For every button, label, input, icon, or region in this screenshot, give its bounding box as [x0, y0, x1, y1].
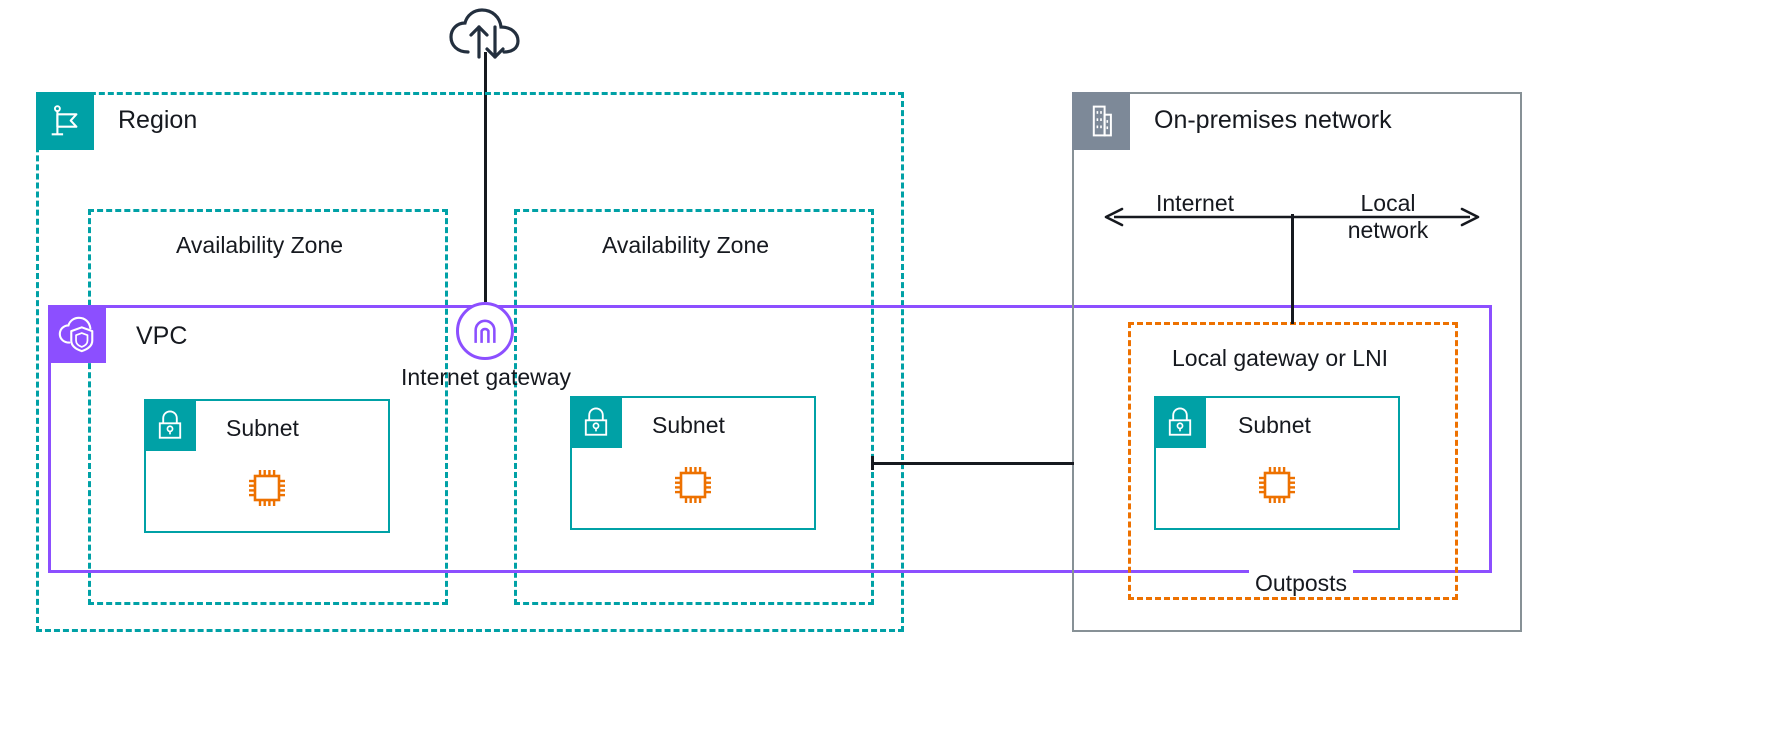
outposts-label: Outposts — [1249, 570, 1354, 598]
vpc-cloud-shield-icon — [48, 305, 106, 363]
local-network-arrow-label: Local network — [1340, 190, 1436, 244]
on-premises-network-label: On-premises network — [1154, 106, 1392, 134]
subnet-lock-icon-3 — [1154, 396, 1206, 448]
region-flag-icon — [36, 92, 94, 150]
subnet-label-1: Subnet — [226, 415, 299, 441]
local-gateway-label: Local gateway or LNI — [1172, 345, 1389, 371]
corporate-building-icon — [1072, 92, 1130, 150]
availability-zone-container-2 — [514, 209, 874, 605]
ec2-instance-icon-1 — [245, 466, 289, 510]
local-network-label-line1: Local — [1360, 190, 1416, 216]
subnet-label-3: Subnet — [1238, 412, 1311, 438]
availability-zone-container-1 — [88, 209, 448, 605]
availability-zone-label-1: Availability Zone — [176, 232, 344, 258]
ec2-instance-icon-3 — [1255, 463, 1299, 507]
cloud-to-internet-gateway-connector — [484, 52, 487, 302]
availability-zone-label-2: Availability Zone — [602, 232, 770, 258]
ec2-instance-icon-2 — [671, 463, 715, 507]
internet-arrow-label: Internet — [1156, 190, 1234, 216]
az-to-onprem-connector — [872, 462, 1074, 465]
subnet-lock-icon-1 — [144, 399, 196, 451]
vpc-label: VPC — [136, 322, 188, 350]
onprem-to-local-gateway-connector — [1291, 214, 1294, 324]
vpc-container — [48, 305, 1492, 573]
local-network-label-line2: network — [1347, 217, 1429, 244]
subnet-container-3 — [1154, 396, 1400, 530]
internet-gateway-label: Internet gateway — [401, 364, 572, 390]
internet-gateway-icon — [456, 302, 514, 360]
on-premises-network-container — [1072, 92, 1522, 632]
region-label: Region — [118, 106, 198, 134]
subnet-lock-icon-2 — [570, 396, 622, 448]
region-container — [36, 92, 904, 632]
internet-cloud-updown-arrows-icon — [448, 8, 524, 60]
subnet-label-2: Subnet — [652, 412, 725, 438]
